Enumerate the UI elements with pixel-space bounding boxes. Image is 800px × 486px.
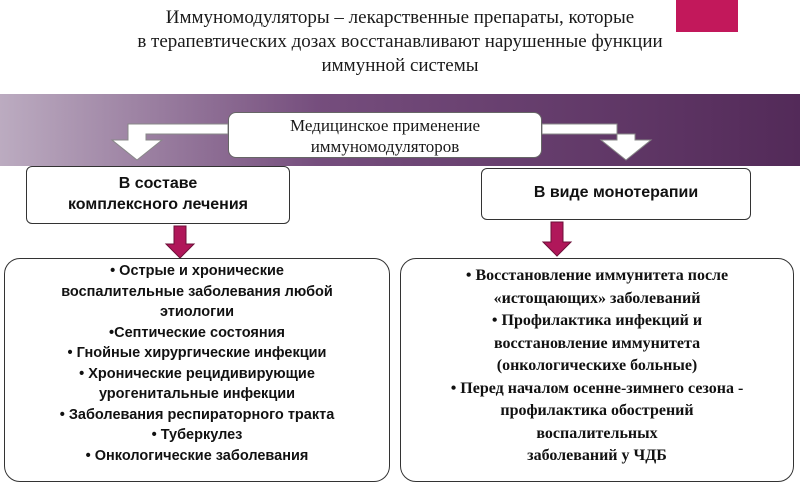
list-item: «истощающих» заболеваний — [493, 289, 701, 307]
right-down-arrow — [541, 221, 573, 257]
list-item: восстановление иммунитета — [493, 334, 701, 352]
left-split-arrow — [110, 123, 229, 161]
list-item: урогенитальные инфекции — [98, 386, 296, 402]
right-split-arrow — [541, 123, 653, 161]
center-box-line: иммуномодуляторов — [310, 137, 460, 156]
definition-title: Иммуномодуляторы – лекарственные препара… — [60, 6, 740, 78]
list-item: •Септические состояния — [109, 324, 285, 341]
left-box-line: В составе — [118, 175, 198, 192]
list-item: воспалительные заболевания любой — [61, 283, 333, 300]
list-item: • Перед началом осенне-зимнего сезона - — [450, 379, 744, 397]
list-item: • Гнойные хирургические инфекции — [67, 345, 327, 361]
list-item: заболеваний у ЧДБ — [527, 447, 667, 464]
title-line: Иммуномодуляторы – лекарственные препара… — [165, 7, 635, 28]
corner-accent-square — [676, 0, 738, 32]
list-item: • Восстановление иммунитета после — [465, 267, 729, 284]
list-item: • Острые и хронические — [110, 263, 284, 279]
list-item: профилактика обострений — [500, 402, 694, 419]
list-item: • Онкологические заболевания — [85, 447, 309, 464]
list-item: (онкологическихе больные) — [496, 357, 698, 374]
title-line: иммунной системы — [321, 55, 479, 76]
complex-treatment-indications-list: • Острые и хронические воспалительные за… — [4, 258, 390, 482]
list-item: • Заболевания респираторного тракта — [59, 406, 335, 423]
monotherapy-box: В виде монотерапии — [481, 168, 751, 220]
complex-treatment-box: В составе комплексного лечения — [26, 166, 290, 224]
left-down-arrow — [164, 225, 196, 259]
list-item: • Хронические рецидивирующие — [79, 365, 315, 382]
list-item: • Профилактика инфекций и — [491, 312, 703, 329]
title-line: в терапевтических дозах восстанавливают … — [137, 31, 663, 52]
list-item: этиологии — [159, 304, 235, 320]
list-item: воспалительных — [536, 424, 658, 442]
monotherapy-indications-list: • Восстановление иммунитета после «истощ… — [400, 258, 794, 482]
center-box-line: Медицинское применение — [289, 116, 481, 135]
left-box-line: комплексного лечения — [68, 196, 248, 213]
list-item: • Туберкулез — [151, 427, 243, 443]
medical-use-box: Медицинское применение иммуномодуляторов — [228, 112, 542, 158]
